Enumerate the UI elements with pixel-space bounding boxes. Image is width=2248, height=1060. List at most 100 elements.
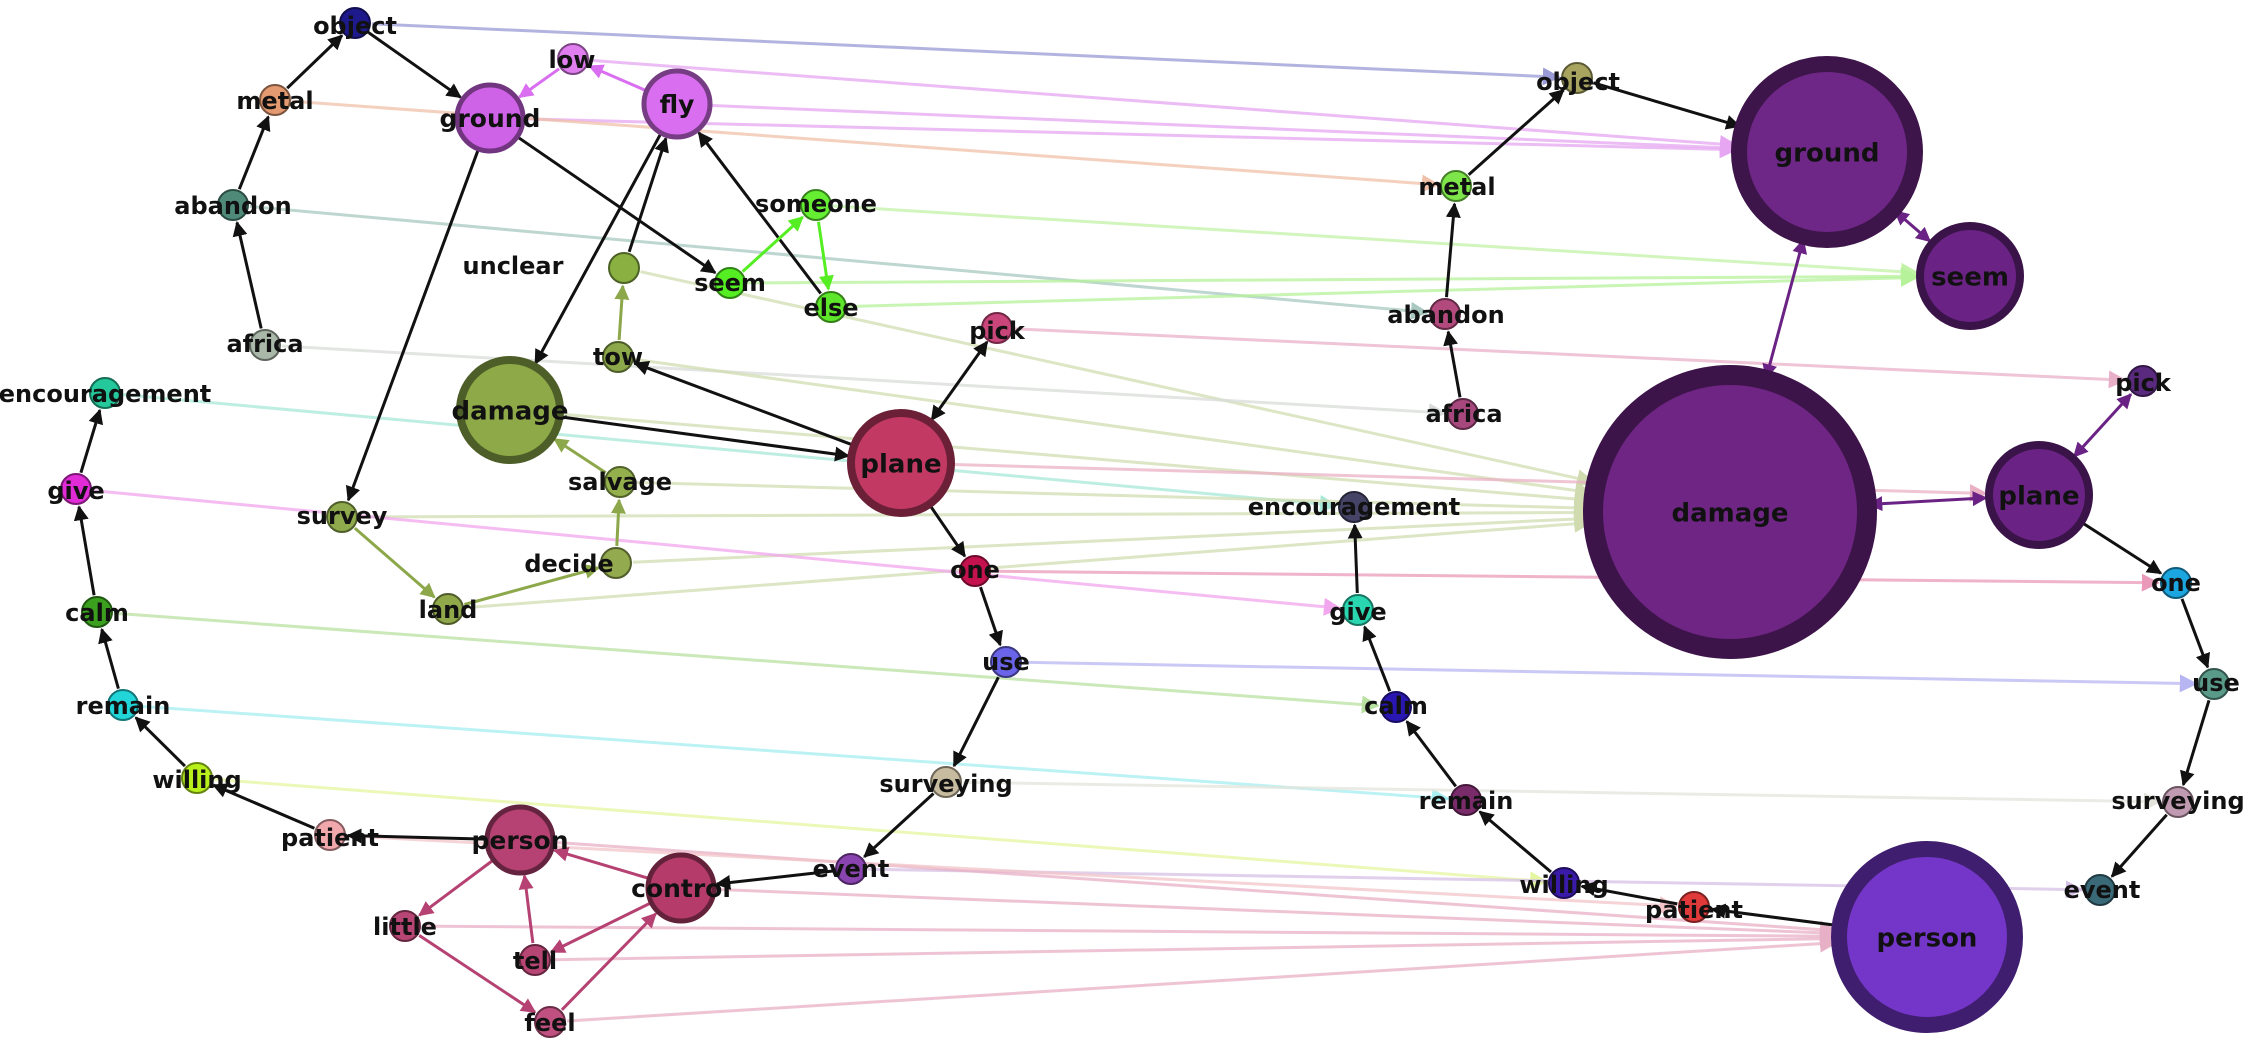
edge-R_give-R_encouragement [1347, 523, 1363, 594]
node-l-land: land [419, 593, 477, 625]
node-l-remain: remain [76, 689, 170, 721]
edge-L_else-R_seem [847, 268, 1919, 308]
edge-L_object-L_ground [368, 31, 462, 99]
node-circle [484, 804, 556, 876]
node-circle [645, 852, 717, 924]
node-circle [1678, 891, 1710, 923]
node-label: plane [860, 450, 941, 480]
edge-R_africa-R_abandon [1443, 330, 1462, 398]
edge-L_one-L_use [979, 586, 1003, 647]
edge-R_use-R_surveying [2180, 699, 2211, 787]
node-l-encouragement: encouragement [0, 377, 211, 409]
node-circle [217, 189, 249, 221]
node-circle [259, 84, 291, 116]
edge-R_object-R_ground [1592, 81, 1742, 130]
node-label: object [1536, 68, 1620, 96]
node-circle [959, 555, 991, 587]
node-label: damage [451, 397, 568, 427]
node-l-tell: tell [513, 944, 557, 976]
node-r-person: person [1831, 841, 2023, 1033]
node-l-salvage: salvage [568, 466, 672, 498]
node-circle [835, 853, 867, 885]
node-label: control [631, 874, 731, 903]
node-circle [1583, 365, 1877, 659]
node-r-pick: pick [2115, 365, 2172, 397]
node-circle [107, 689, 139, 721]
node-l-survey: survey [297, 501, 388, 533]
node-l-low: low [549, 43, 595, 75]
edge-L_decide-L_salvage [610, 498, 626, 547]
node-label: abandon [1387, 301, 1504, 329]
node-circle [2160, 567, 2192, 599]
node-r-africa: africa [1425, 398, 1503, 430]
node-label: one [950, 556, 1000, 584]
node-l-patient: patient [281, 819, 379, 852]
node-l-seem: seem [694, 267, 766, 299]
node-circle [432, 593, 464, 625]
edge-R_damage-R_plane [1867, 491, 1988, 512]
node-label: calm [65, 599, 129, 627]
node-circle [1731, 56, 1923, 248]
node-circle [1831, 841, 2023, 1033]
edge-L_africa-L_abandon [232, 221, 263, 329]
edge-L_ground-R_ground [524, 117, 1738, 159]
node-label: metal [1418, 173, 1495, 201]
node-circle [557, 43, 589, 75]
node-circle [1561, 62, 1593, 94]
edge-L_damage-L_plane [561, 415, 850, 462]
node-circle [608, 252, 640, 284]
edge-L_tow-L_unclear [614, 284, 630, 341]
edge-L_use-L_surveying [952, 676, 1000, 768]
node-label: seem [694, 269, 766, 297]
node-label: person [1877, 924, 1978, 954]
node-circle [249, 329, 281, 361]
node-r-damage: damage [1583, 365, 1877, 659]
node-circle [2084, 874, 2116, 906]
edge-R_willing-R_remain [1478, 810, 1552, 874]
node-label: person [471, 826, 568, 855]
node-l-ground: ground [440, 82, 540, 154]
node-label: pick [969, 317, 1026, 345]
edge-L_fly-L_low [588, 64, 646, 92]
edge-L_seem-L_someone [741, 215, 804, 273]
node-label: use [982, 648, 1030, 676]
node-label: abandon [174, 192, 291, 220]
node-r-one: one [2151, 567, 2201, 599]
edge-L_seem-R_seem [746, 267, 1919, 286]
node-l-give: give [47, 473, 105, 505]
edge-R_abandon-R_metal [1445, 202, 1461, 298]
edge-L_control-L_tell [549, 902, 651, 954]
node-circle [1380, 691, 1412, 723]
edge-L_else-L_fly [697, 131, 822, 295]
node-label: patient [1645, 896, 1743, 924]
node-circle [456, 356, 564, 464]
edge-L_tow-R_damage [634, 357, 1594, 500]
edge-L_salvage-R_damage [636, 481, 1592, 517]
node-label: patient [281, 824, 379, 852]
edge-L_fly-L_damage [534, 133, 662, 365]
node-circle [1342, 594, 1374, 626]
edge-R_person-R_patient [1710, 903, 1838, 927]
node-label: survey [297, 502, 388, 530]
edge-L_person-L_little [418, 859, 493, 917]
node-circle [2127, 365, 2159, 397]
node-circle [602, 341, 634, 373]
node-r-patient: patient [1645, 891, 1743, 924]
node-circle [1450, 784, 1482, 816]
node-circle [641, 68, 713, 140]
node-circle [454, 82, 526, 154]
node-label: salvage [568, 468, 672, 496]
edge-L_willing-L_remain [134, 716, 186, 768]
node-l-unclear: unclear [463, 252, 640, 284]
node-circle [389, 910, 421, 942]
node-circle [326, 501, 358, 533]
edge-L_tell-R_person [551, 929, 1838, 962]
node-label: someone [755, 190, 877, 218]
node-label: surveying [2111, 787, 2244, 815]
node-circle [981, 312, 1013, 344]
node-circle [181, 762, 213, 794]
node-circle [1338, 491, 1370, 523]
edge-L_use-R_use [1022, 660, 2198, 693]
node-circle [1985, 441, 2093, 549]
